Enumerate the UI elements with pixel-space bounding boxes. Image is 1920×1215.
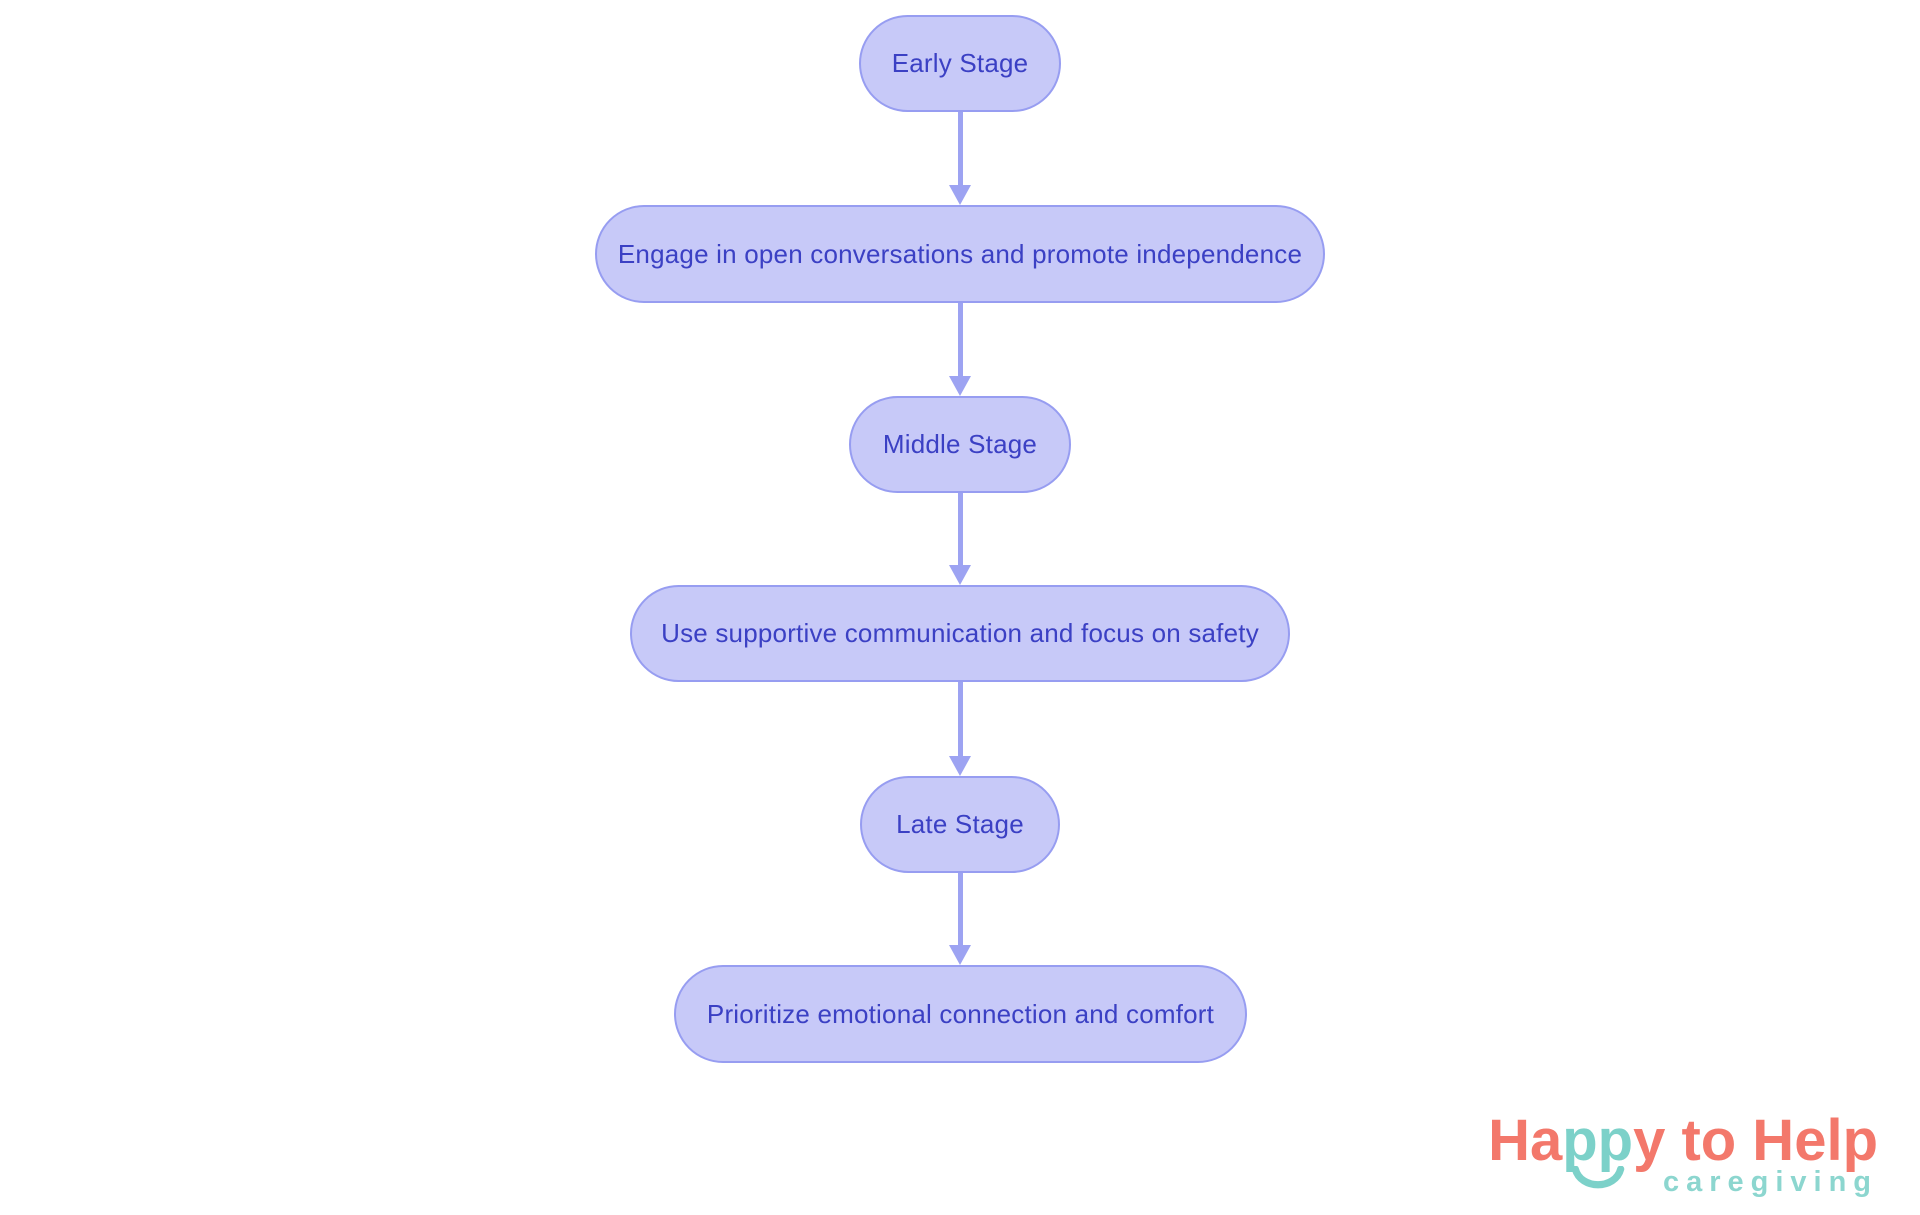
flow-node-late-action: Prioritize emotional connection and comf… [674,965,1247,1063]
arrowhead-down-icon [949,185,971,205]
brand-tagline: caregiving [1662,1166,1878,1198]
node-label: Late Stage [896,809,1024,839]
flow-node-middle-action: Use supportive communication and focus o… [630,585,1290,682]
arrow-line [957,873,963,945]
flow-node-late-stage: Late Stage [860,776,1060,873]
smile-arc-icon [1571,1166,1624,1189]
node-label: Middle Stage [882,429,1038,459]
wordmark-prefix: Ha [1488,1108,1563,1173]
flow-arrow-2 [949,303,971,396]
arrowhead-down-icon [949,565,971,585]
arrowhead-down-icon [949,756,971,776]
flow-arrow-3 [949,493,971,585]
node-label: Prioritize emotional connection and comf… [706,998,1215,1029]
wordmark-pp-smiley: pp [1562,1112,1633,1189]
arrow-line [957,303,963,376]
node-label: Early Stage [891,48,1029,78]
arrow-line [957,112,963,185]
arrowhead-down-icon [949,376,971,396]
wordmark-pp: pp [1562,1108,1634,1173]
arrowhead-down-icon [949,945,971,965]
flow-arrow-1 [949,112,971,205]
node-label: Engage in open conversations and promote… [617,238,1303,269]
flow-node-early-action: Engage in open conversations and promote… [595,205,1325,303]
brand-wordmark: Happ y to Help [1488,1112,1878,1189]
brand-logo: Happ y to Help caregiving [1488,1112,1878,1199]
flow-arrow-5 [949,873,971,965]
arrow-line [957,682,963,756]
node-label: Use supportive communication and focus o… [661,618,1259,648]
flow-arrow-4 [949,682,971,776]
arrow-line [957,493,963,565]
flow-node-middle-stage: Middle Stage [849,396,1071,493]
flow-node-early-stage: Early Stage [859,15,1061,112]
wordmark-suffix: y to Help [1633,1108,1878,1173]
